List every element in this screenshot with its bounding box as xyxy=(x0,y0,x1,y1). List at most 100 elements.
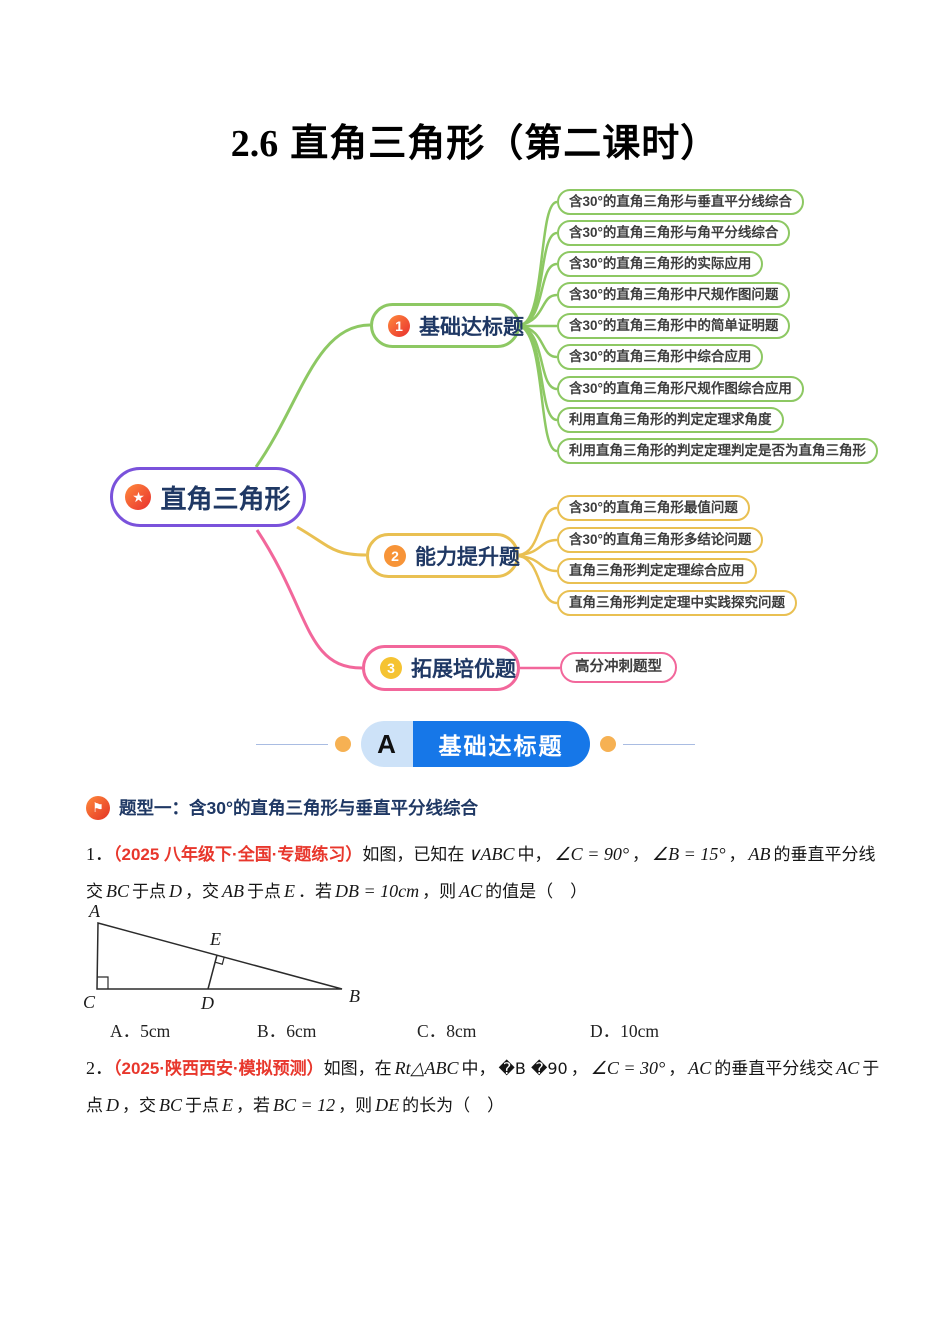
question-1-text: 的值是（ ） xyxy=(485,882,588,901)
section-banner: A 基础达标题 xyxy=(0,721,950,767)
mindmap-root-label: 直角三角形 xyxy=(160,483,291,514)
question-1-text: ， xyxy=(632,845,650,864)
math-db-value: DB = 10cm xyxy=(335,881,420,901)
question-1-text: 如图，已知在 xyxy=(362,845,465,864)
triangle-outline xyxy=(96,922,343,990)
question-1-number: 1． xyxy=(86,844,113,864)
mindmap-leaf: 含30°的直角三角形最值问题 xyxy=(557,495,750,521)
math-d: D xyxy=(169,881,183,901)
option-a-label: A． xyxy=(110,1021,141,1041)
mindmap-leaf: 含30°的直角三角形多结论问题 xyxy=(557,527,764,553)
mindmap-root-node: ★ 直角三角形 xyxy=(110,467,306,527)
math-bc-value: BC = 12 xyxy=(273,1095,336,1115)
mindmap-leaf: 含30°的直角三角形中综合应用 xyxy=(557,344,764,370)
banner-line-left xyxy=(255,743,328,745)
math-d: D xyxy=(106,1095,119,1115)
banner-dot-left-icon xyxy=(334,736,351,752)
banner-line-right xyxy=(622,743,695,745)
math-ac: AC xyxy=(688,1058,712,1078)
vertex-label-d: D xyxy=(200,993,214,1013)
math-ac: AC xyxy=(459,881,483,901)
question-2-number: 2． xyxy=(86,1058,113,1078)
section-banner-letter: A xyxy=(360,721,413,767)
math-e: E xyxy=(284,881,296,901)
option-c-value: 8cm xyxy=(446,1021,477,1041)
vertex-label-e: E xyxy=(209,929,221,949)
number-3-badge-icon: 3 xyxy=(380,657,402,679)
mindmap-leaf: 含30°的直角三角形与垂直平分线综合 xyxy=(557,189,804,215)
mindmap-leaf: 含30°的直角三角形的实际应用 xyxy=(557,251,764,277)
question-2-text: 中， xyxy=(461,1059,496,1078)
mindmap-leaf: 直角三角形判定定理综合应用 xyxy=(557,558,757,584)
math-angle-b-corrupted: �B �90 xyxy=(498,1059,568,1078)
triangle-figure: A B C D E xyxy=(83,901,360,1013)
question-2-text: 如图，在 xyxy=(323,1059,392,1078)
vertex-label-b: B xyxy=(349,986,360,1006)
number-2-badge-icon: 2 xyxy=(384,544,406,567)
question-2-source: （2025·陕西西安·模拟预测） xyxy=(113,1059,324,1078)
right-angle-mark-e xyxy=(214,956,225,965)
section-banner-label: 基础达标题 xyxy=(412,721,590,767)
mindmap-leaf: 利用直角三角形的判定定理判定是否为直角三角形 xyxy=(557,438,878,464)
math-ac: AC xyxy=(836,1058,860,1078)
mindmap-branch-basic-label: 基础达标题 xyxy=(419,315,524,339)
math-bc: BC xyxy=(106,881,130,901)
page-title-text: 直角三角形（第二课时） xyxy=(290,123,720,165)
mindmap-branch-advanced: 3 拓展培优题 xyxy=(362,645,520,691)
question-1-text: ，交 xyxy=(185,882,220,901)
question-1-options: A．5cm B．6cm C．8cm D．10cm xyxy=(86,1018,876,1048)
star-icon: ★ xyxy=(125,484,152,510)
math-angle-c: ∠C = 30° xyxy=(590,1058,666,1078)
number-1-badge-icon: 1 xyxy=(388,314,410,337)
section-banner-pill: A 基础达标题 xyxy=(360,721,590,767)
question-1-text: 的垂直平分线交 xyxy=(86,845,876,901)
mindmap-leaf: 含30°的直角三角形中的简单证明题 xyxy=(557,313,791,339)
option-b: B．6cm xyxy=(257,1018,316,1043)
option-b-label: B． xyxy=(257,1021,287,1041)
mindmap-leaf: 含30°的直角三角形与角平分线综合 xyxy=(557,220,791,246)
question-2-text: 于点 xyxy=(185,1096,220,1115)
math-e: E xyxy=(222,1095,234,1115)
question-2-text: ，若 xyxy=(236,1096,271,1115)
question-2-text: ， xyxy=(668,1059,686,1078)
vertex-label-a: A xyxy=(88,901,101,921)
mindmap-connectors xyxy=(254,200,560,670)
math-de: DE xyxy=(375,1095,400,1115)
page-title: 2.6 直角三角形（第二课时） xyxy=(0,112,950,167)
math-rt-triangle-abc: Rt△ABC xyxy=(394,1058,459,1078)
math-ab: AB xyxy=(748,844,771,864)
question-1-text: 于点 xyxy=(132,882,167,901)
math-angle-c: ∠C = 90° xyxy=(554,844,630,864)
math-triangle-abc: ∨ABC xyxy=(467,844,515,864)
question-1-text: ，则 xyxy=(422,882,457,901)
banner-dot-right-icon xyxy=(599,736,616,752)
mindmap-leaf: 高分冲刺题型 xyxy=(560,652,677,683)
mindmap-leaf: 直角三角形判定定理中实践探究问题 xyxy=(557,590,797,616)
option-c-label: C． xyxy=(417,1021,447,1041)
question-1-text: 于点 xyxy=(247,882,282,901)
mindmap-branch-advanced-label: 拓展培优题 xyxy=(411,658,516,681)
question-2-text: ，交 xyxy=(122,1096,156,1115)
page-title-number: 2.6 xyxy=(230,123,279,165)
math-ab: AB xyxy=(222,881,245,901)
question-1-source: （2025 八年级下·全国·专题练习） xyxy=(113,845,363,864)
option-c: C．8cm xyxy=(417,1018,476,1043)
mindmap: ★ 直角三角形 1 基础达标题 2 能力提升题 3 拓展培优题 含30°的直角三… xyxy=(0,180,950,720)
flag-icon: ⚑ xyxy=(86,795,110,820)
mindmap-leaf: 含30°的直角三角形中尺规作图问题 xyxy=(557,282,791,308)
mindmap-branch-basic: 1 基础达标题 xyxy=(370,303,524,348)
mindmap-branch-ability: 2 能力提升题 xyxy=(366,533,520,578)
math-angle-b: ∠B = 15° xyxy=(652,844,726,864)
vertex-label-c: C xyxy=(83,992,96,1012)
mindmap-leaf: 利用直角三角形的判定定理求角度 xyxy=(557,407,784,433)
option-d-value: 10cm xyxy=(620,1021,660,1041)
option-a-value: 5cm xyxy=(140,1021,171,1041)
question-1-text: ， xyxy=(728,845,746,864)
option-b-value: 6cm xyxy=(286,1021,317,1041)
topic-heading-text: 题型一：含30°的直角三角形与垂直平分线综合 xyxy=(119,798,478,818)
segment-de xyxy=(207,954,218,990)
question-2-text: 的垂直平分线交 xyxy=(714,1059,834,1078)
option-d: D．10cm xyxy=(590,1018,659,1043)
question-2-text: 于点 xyxy=(86,1059,880,1115)
